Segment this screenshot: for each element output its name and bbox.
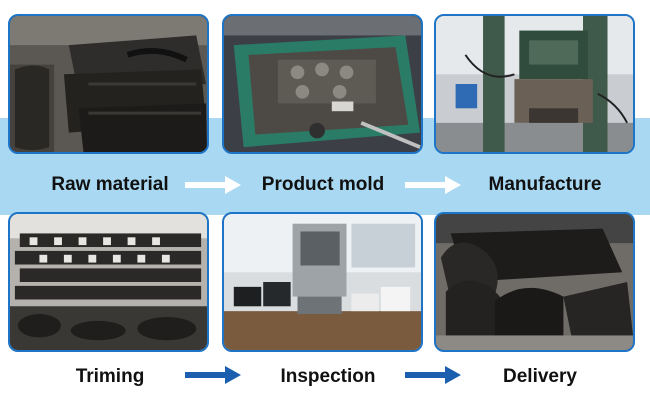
delivery-photo: [434, 212, 635, 352]
arrow-right-icon: [405, 176, 461, 194]
step-label-raw-material: Raw material: [51, 174, 169, 195]
step-label-triming: Triming: [75, 366, 145, 387]
inspection-photo: [222, 212, 423, 352]
raw-material-photo: [8, 14, 209, 154]
arrow-right-icon: [405, 366, 461, 384]
product-mold-photo: [222, 14, 423, 154]
arrow-right-icon: [185, 366, 241, 384]
triming-photo: [8, 212, 209, 352]
step-label-product-mold: Product mold: [261, 174, 385, 195]
manufacture-photo: [434, 14, 635, 154]
step-label-manufacture: Manufacture: [488, 174, 602, 195]
arrow-right-icon: [185, 176, 241, 194]
step-label-delivery: Delivery: [503, 366, 577, 387]
step-label-inspection: Inspection: [280, 366, 376, 387]
